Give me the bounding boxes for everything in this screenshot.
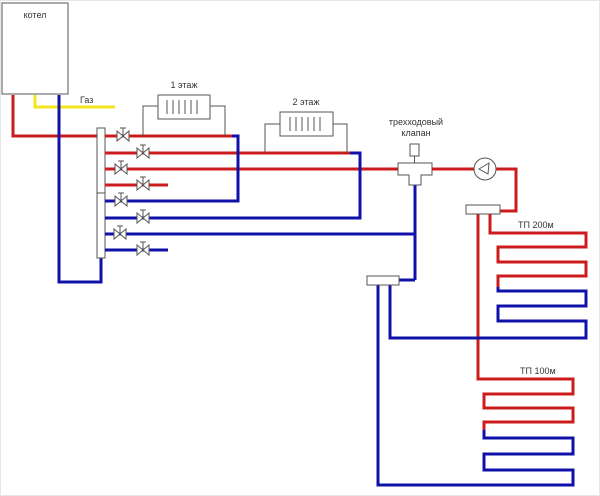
loop-200m-return [388,285,588,340]
valve-icon [116,127,130,143]
three-way-valve-label-2: клапан [401,128,430,138]
three-way-valve-body [397,162,433,186]
return-line-floor1 [105,134,240,203]
circulation-pump [473,157,497,181]
pump-to-manifold-pipe [495,167,518,213]
radiator-floor2-label: 2 этаж [293,97,320,107]
valve-icon [136,241,150,257]
return-line-floor2 [105,151,362,220]
loop-100m-label: ТП 100м [520,366,556,376]
valve-icon [136,176,150,192]
valve-icon [114,192,128,208]
valve-icon [113,225,127,241]
gas-pipe [33,95,115,109]
loop-200m-supply [488,214,588,287]
gas-label: Газ [80,95,93,105]
radiator-floor2-outlet [333,123,348,153]
valve-icon [136,209,150,225]
loop-100m-supply [476,372,575,430]
three-way-valve-label-1: трехходовый [389,117,443,127]
boiler-supply-pipe [11,95,97,138]
valve-icon [114,160,128,176]
shutoff-valves [113,127,150,257]
loop-100m-return [376,285,575,487]
boiler: котел [1,2,69,95]
radiator-floor1-outlet [210,105,226,136]
boiler-label: котел [24,10,47,20]
radiator-floor2-body [279,111,334,137]
radiator-fins-icon [289,117,321,131]
loop-200m-label: ТП 200м [518,220,554,230]
radiator-floor1-body [157,94,211,120]
pump-body [473,157,497,181]
radiator-floor2-inlet [264,123,280,153]
underfloor-return-manifold [366,275,400,286]
radiator-fins-icon [166,100,198,114]
three-way-valve: трехходовый клапан [389,117,443,282]
three-way-valve-actuator [409,143,420,157]
boiler-return-pipe [57,95,103,284]
underfloor-loop-100m: ТП 100м [376,285,575,487]
boiler-body [1,2,69,95]
radiator-floor2: 2 этаж [264,97,348,153]
valve-icon [136,144,150,160]
radiator-floor1-label: 1 этаж [171,80,198,90]
underfloor-loop-200m: ТП 200м [388,214,588,340]
underfloor-supply-manifold [465,204,501,215]
radiator-floor1-inlet [142,105,158,136]
pump-triangle-icon [478,162,490,175]
radiator-floor1: 1 этаж [142,80,226,136]
